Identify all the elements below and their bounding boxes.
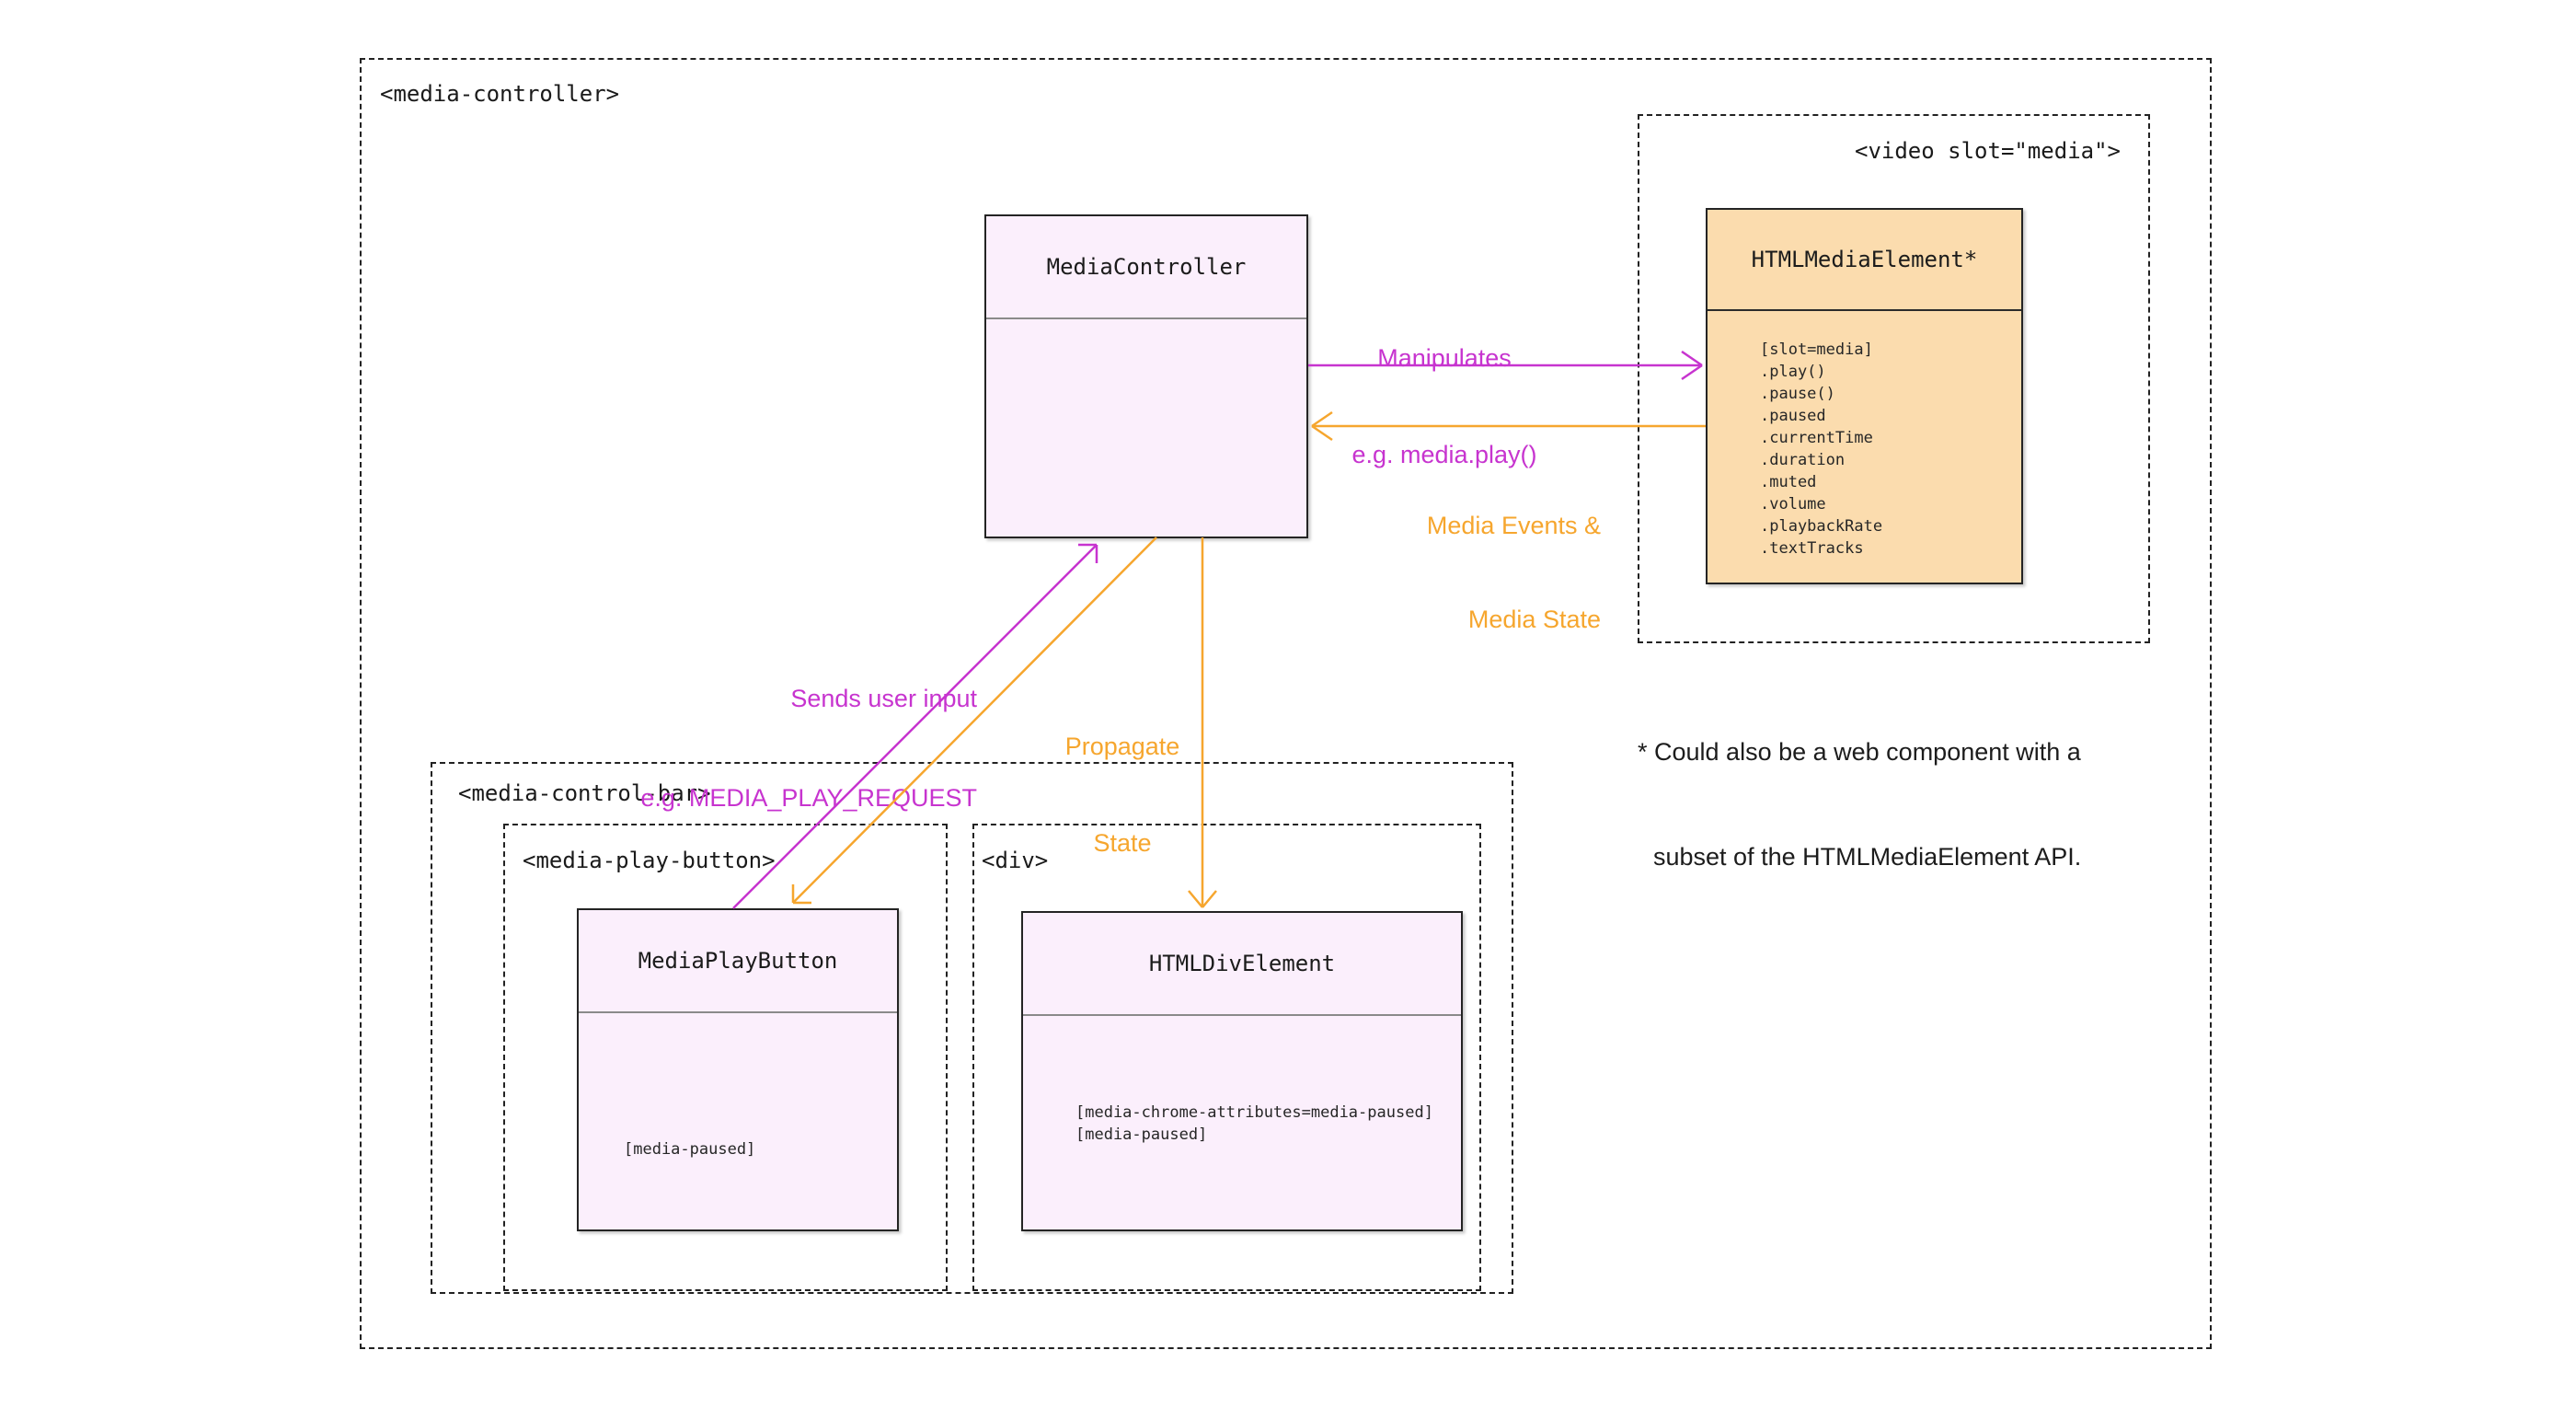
- media-events-label: Media Events & Media State: [1316, 447, 1601, 666]
- manipulates-label-line1: Manipulates: [1377, 344, 1512, 372]
- media-controller-container: [360, 58, 2212, 1349]
- media-controller-class-box: MediaController: [984, 214, 1308, 538]
- sends-user-input-label: Sends user input e.g. MEDIA_PLAY_REQUEST: [607, 616, 977, 848]
- html-media-element-class-box: HTMLMediaElement* [slot=media] .play() .…: [1706, 208, 2023, 584]
- media-controller-class-title: MediaController: [986, 216, 1306, 319]
- media-play-button-attributes: [media-paused]: [624, 1140, 756, 1159]
- footnote-line2: subset of the HTMLMediaElement API.: [1653, 843, 2082, 871]
- sends-user-input-label-line1: Sends user input: [790, 685, 977, 712]
- html-media-element-class-title: HTMLMediaElement*: [1708, 210, 2021, 311]
- footnote-line1: * Could also be a web component with a: [1638, 738, 2081, 766]
- html-div-element-attributes: [media-chrome-attributes=media-paused] […: [1075, 1103, 1433, 1144]
- html-div-element-class-title: HTMLDivElement: [1023, 913, 1461, 1016]
- manipulates-label-line2: e.g. media.play(): [1351, 441, 1537, 468]
- propagate-state-label-line2: State: [1093, 829, 1152, 857]
- media-play-button-tag-label: <media-play-button>: [523, 848, 776, 873]
- footnote: * Could also be a web component with a s…: [1638, 664, 2081, 909]
- html-div-element-class-box: HTMLDivElement [media-chrome-attributes=…: [1021, 911, 1463, 1231]
- propagate-state-label-line1: Propagate: [1064, 733, 1180, 760]
- propagate-state-label: Propagate State: [1030, 666, 1214, 892]
- media-events-label-line1: Media Events &: [1426, 512, 1601, 539]
- media-play-button-class-title: MediaPlayButton: [579, 910, 897, 1013]
- media-play-button-class-box: MediaPlayButton [media-paused]: [577, 908, 899, 1231]
- media-events-label-line2: Media State: [1467, 606, 1601, 633]
- media-play-button-container: [503, 824, 948, 1291]
- media-control-bar-tag-label: <media-control-bar>: [458, 780, 711, 806]
- sends-user-input-label-line2: e.g. MEDIA_PLAY_REQUEST: [640, 784, 977, 812]
- video-slot-tag-label: <video slot="media">: [1855, 138, 2121, 164]
- html-media-element-attributes: [slot=media] .play() .pause() .paused .c…: [1760, 340, 1883, 558]
- div-slot-container: [972, 824, 1481, 1291]
- media-controller-tag-label: <media-controller>: [380, 81, 620, 107]
